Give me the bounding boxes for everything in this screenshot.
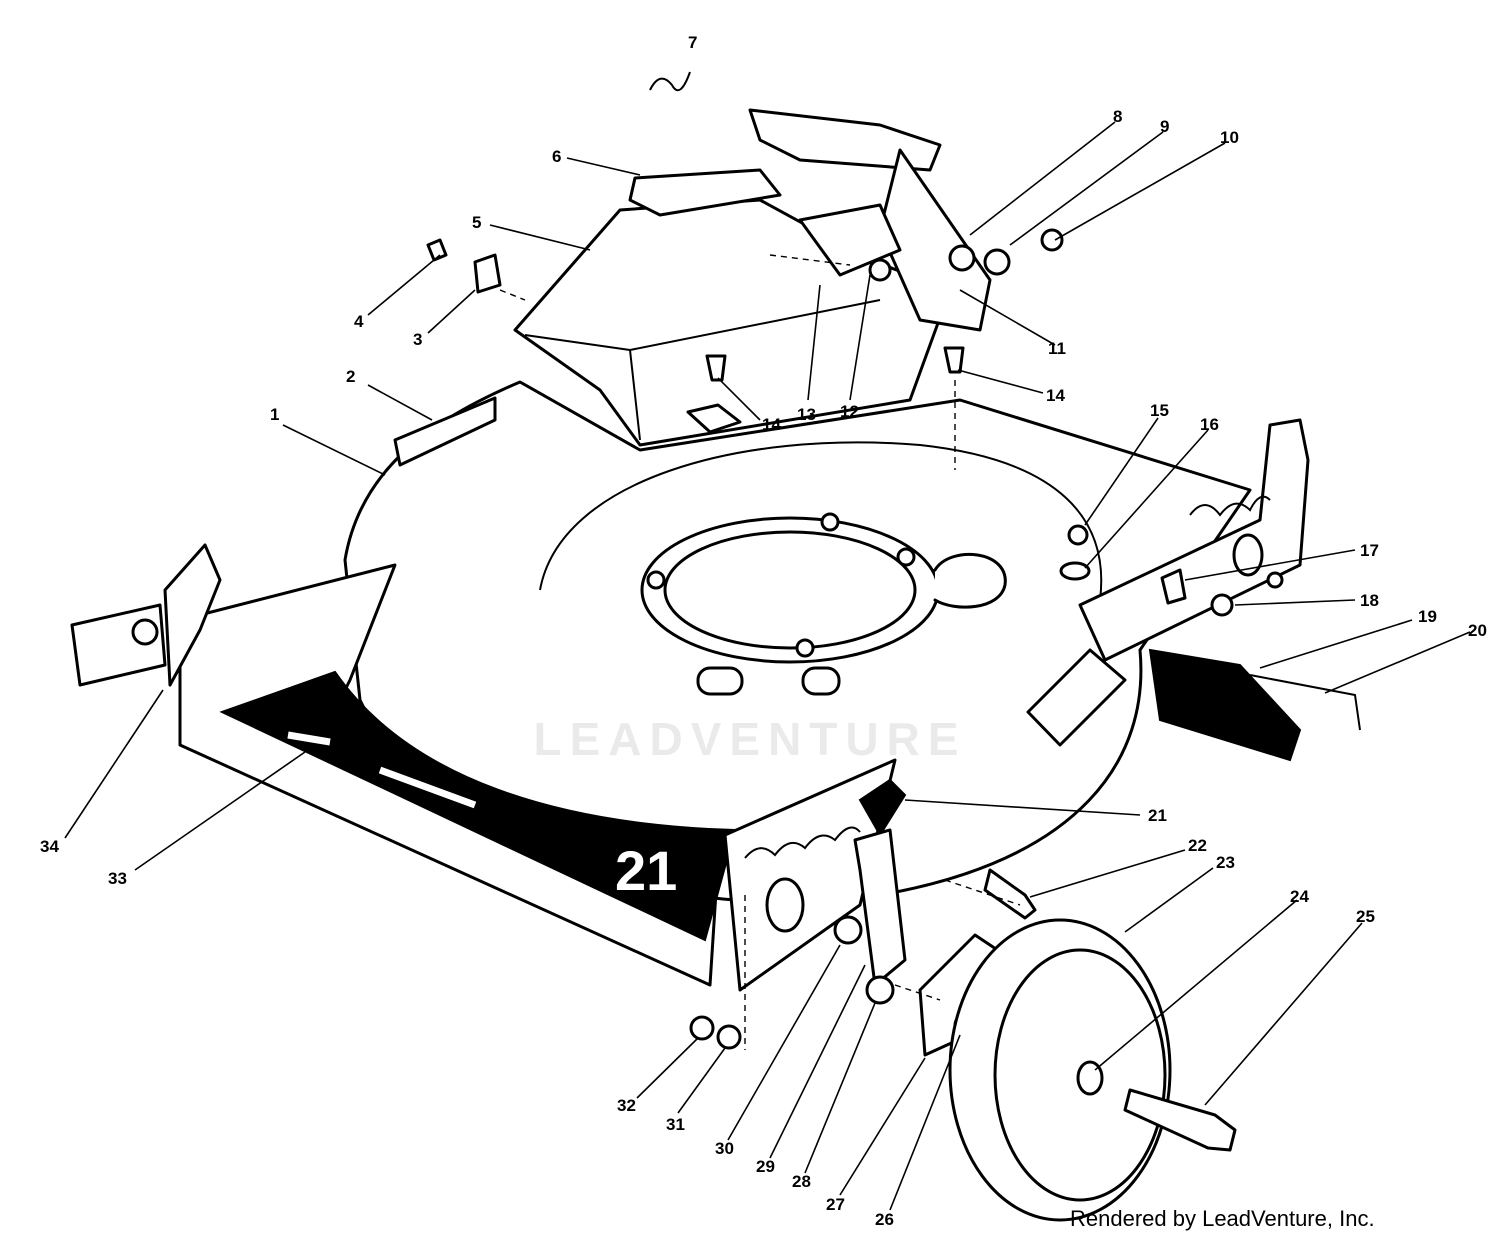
- callout-labels: 1 2 3 4 5 6 7 8 9 10 11 12 13 14 14 15 1…: [40, 33, 1487, 1229]
- callout-22[interactable]: 22: [1188, 836, 1207, 855]
- adjuster-lever: [833, 778, 907, 1005]
- callout-4[interactable]: 4: [354, 312, 364, 331]
- hardware: [426, 71, 1234, 1050]
- callout-8[interactable]: 8: [1113, 107, 1122, 126]
- mower-deck: [343, 380, 1252, 904]
- callout-17[interactable]: 17: [1360, 541, 1379, 560]
- callout-19[interactable]: 19: [1418, 607, 1437, 626]
- credit-line: Rendered by LeadVenture, Inc.: [1070, 1206, 1375, 1231]
- deck-size-marking: 21: [615, 839, 677, 902]
- callout-21[interactable]: 21: [1148, 806, 1167, 825]
- callout-2[interactable]: 2: [346, 367, 355, 386]
- callout-5[interactable]: 5: [472, 213, 481, 232]
- callout-28[interactable]: 28: [792, 1172, 811, 1191]
- callout-15[interactable]: 15: [1150, 401, 1169, 420]
- callout-7[interactable]: 7: [688, 33, 697, 52]
- callout-34[interactable]: 34: [40, 837, 59, 856]
- callout-14a[interactable]: 14: [762, 415, 781, 434]
- callout-26[interactable]: 26: [875, 1210, 894, 1229]
- callout-10[interactable]: 10: [1220, 128, 1239, 147]
- callout-24[interactable]: 24: [1290, 887, 1309, 906]
- rear-height-adjuster: [1078, 418, 1310, 662]
- callout-31[interactable]: 31: [666, 1115, 685, 1134]
- callout-1[interactable]: 1: [270, 405, 279, 424]
- wheel: [948, 868, 1237, 1222]
- callout-30[interactable]: 30: [715, 1139, 734, 1158]
- assembly-lines: [499, 254, 1021, 1050]
- watermark: LEADVENTURE: [533, 713, 967, 765]
- callout-13[interactable]: 13: [797, 405, 816, 424]
- callout-27[interactable]: 27: [826, 1195, 845, 1214]
- callout-16[interactable]: 16: [1200, 415, 1219, 434]
- callout-9[interactable]: 9: [1160, 117, 1169, 136]
- rear-handle-bracket: [628, 108, 992, 332]
- callout-3[interactable]: 3: [413, 330, 422, 349]
- callout-33[interactable]: 33: [108, 869, 127, 888]
- callout-23[interactable]: 23: [1216, 853, 1235, 872]
- callout-25[interactable]: 25: [1356, 907, 1375, 926]
- callout-11[interactable]: 11: [1048, 339, 1066, 358]
- callout-32[interactable]: 32: [617, 1096, 636, 1115]
- front-skirt: 21: [178, 563, 737, 987]
- callout-6[interactable]: 6: [552, 147, 561, 166]
- rear-flap: [1148, 648, 1361, 762]
- callout-29[interactable]: 29: [756, 1157, 775, 1176]
- callout-12[interactable]: 12: [840, 402, 859, 421]
- callout-20[interactable]: 20: [1468, 621, 1487, 640]
- callout-14b[interactable]: 14: [1046, 386, 1065, 405]
- front-left-adjuster: [70, 543, 222, 687]
- leader-lines: [64, 121, 1471, 1211]
- front-height-adjuster: [723, 758, 897, 992]
- callout-18[interactable]: 18: [1360, 591, 1379, 610]
